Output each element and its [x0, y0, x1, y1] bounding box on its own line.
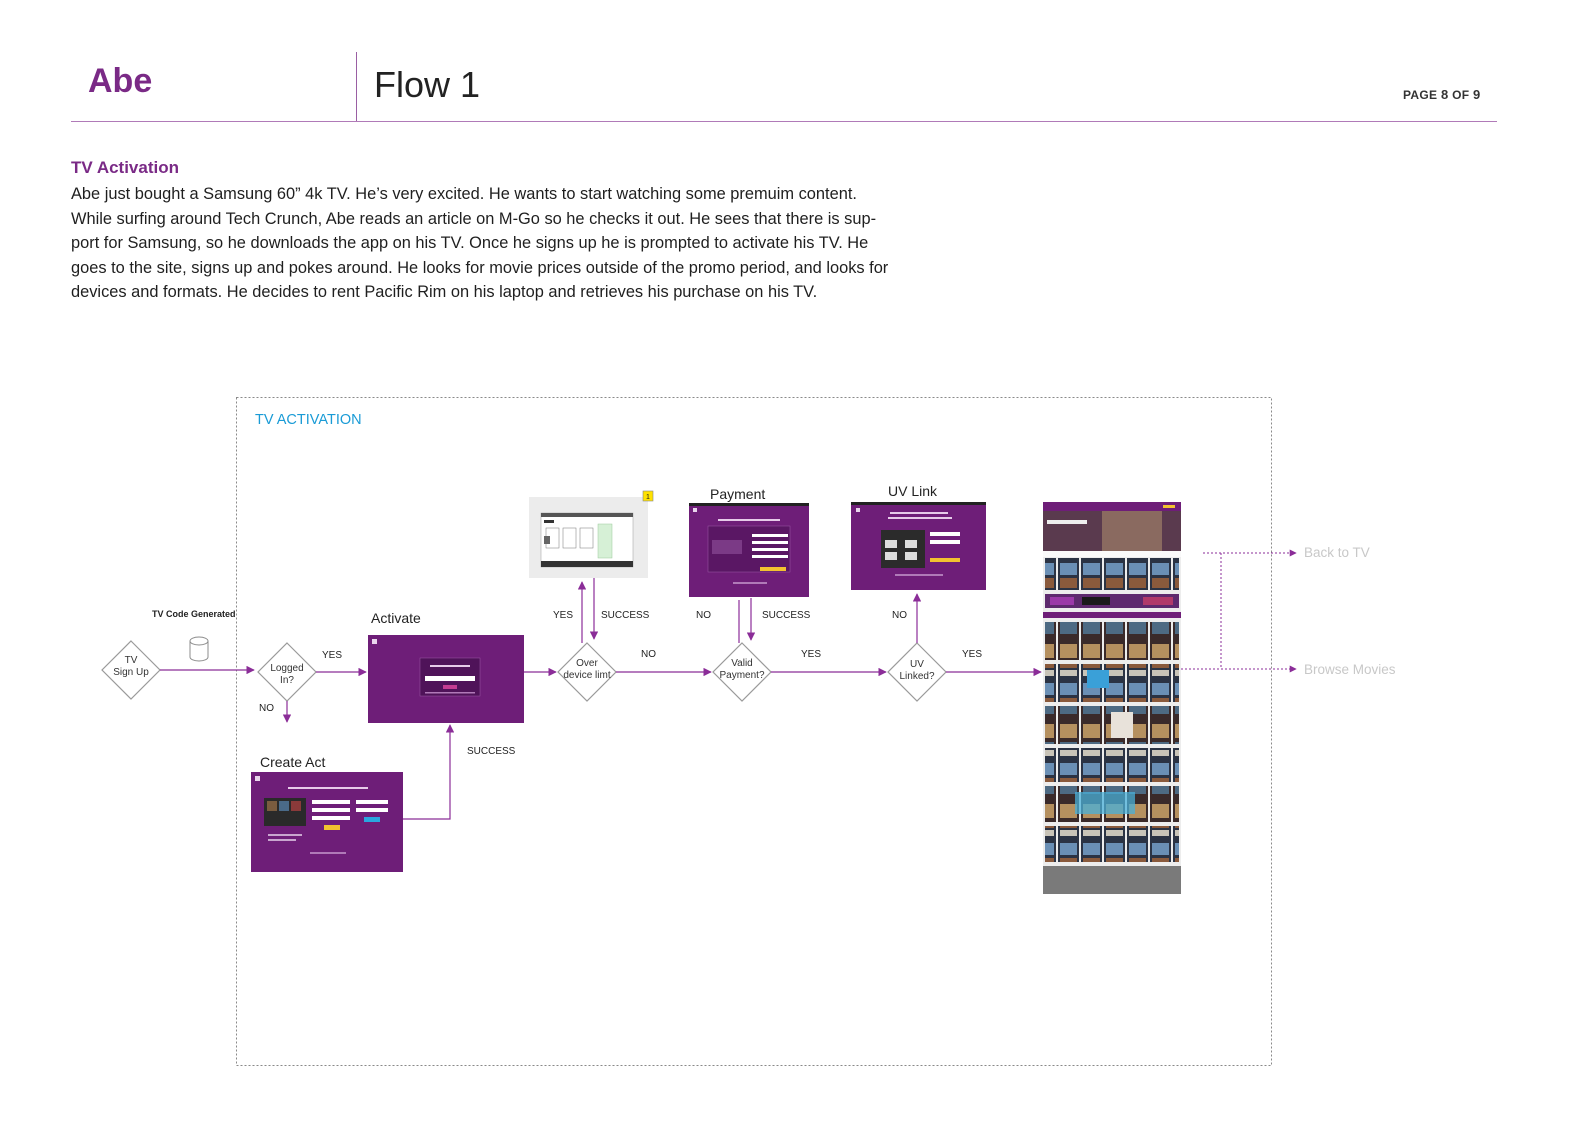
intro-line: goes to the site, signs up and pokes aro… [71, 258, 889, 277]
intro-line: port for Samsung, so he downloads the ap… [71, 234, 869, 253]
note-marker-icon: 1 [642, 490, 654, 502]
node-logged-in-line2: In? [280, 675, 294, 686]
node-logged-in: Logged In? [257, 642, 317, 702]
screen-title-payment: Payment [710, 486, 765, 502]
screen-title-activate: Activate [371, 610, 421, 626]
page-of: OF [1448, 88, 1474, 102]
intro-paragraph: Abe just bought a Samsung 60” 4k TV. He’… [71, 182, 951, 305]
edge-label-pay-no: NO [696, 610, 711, 621]
intro-line: Abe just bought a Samsung 60” 4k TV. He’… [71, 185, 857, 203]
node-valid-payment-line2: Payment? [719, 670, 764, 681]
uv-link-screen-thumbnail [851, 502, 986, 590]
edge-label-create-success: SUCCESS [467, 746, 516, 757]
activate-screen-thumbnail [368, 635, 524, 723]
database-icon [189, 636, 209, 662]
intro-line: While surfing around Tech Crunch, Abe re… [71, 209, 877, 228]
output-back-to-tv: Back to TV [1304, 545, 1370, 560]
persona-name: Abe [88, 62, 153, 100]
edge-label-limit-no: NO [641, 649, 656, 660]
edge-label-pay-yes: YES [801, 649, 821, 660]
section-heading: TV Activation [71, 158, 179, 177]
edge-label-uv-no: NO [892, 610, 907, 621]
note-marker-text: 1 [646, 494, 650, 501]
page-total: 9 [1473, 87, 1481, 102]
intro-line: devices and formats. He decides to rent … [71, 283, 818, 302]
node-logged-in-line1: Logged [270, 663, 303, 674]
edge-label-logged-no: NO [259, 703, 274, 714]
payment-screen-thumbnail [689, 503, 809, 597]
node-valid-payment-line1: Valid [731, 658, 753, 669]
frame-label: TV ACTIVATION [255, 412, 362, 428]
node-uv-linked-line2: Linked? [899, 671, 934, 682]
page-number: 8 [1440, 87, 1449, 102]
edge-label-limit-success: SUCCESS [601, 610, 650, 621]
node-uv-linked-line1: UV [910, 659, 924, 670]
header-divider-vertical [356, 52, 357, 122]
edge-label-limit-yes: YES [553, 610, 573, 621]
node-tv-signup-line1: TV [125, 655, 138, 666]
flow-connectors [160, 578, 1042, 820]
header-divider-horizontal [71, 121, 1497, 122]
edge-label-pay-success: SUCCESS [762, 610, 811, 621]
node-uv-linked: UV Linked? [887, 642, 947, 702]
output-browse-movies: Browse Movies [1304, 662, 1396, 677]
node-valid-payment: Valid Payment? [712, 642, 772, 702]
page-indicator: PAGE 8 OF 9 [1403, 87, 1481, 102]
home-page-screen-thumbnail [1043, 502, 1181, 894]
edge-label-logged-yes: YES [322, 650, 342, 661]
node-over-limit-line1: Over [576, 658, 598, 669]
node-tv-signup: TV Sign Up [101, 640, 161, 700]
output-connectors [1181, 549, 1297, 673]
tv-code-label: TV Code Generated [152, 609, 236, 619]
page-prefix: PAGE [1403, 88, 1441, 102]
edge-label-uv-yes: YES [962, 649, 982, 660]
node-over-limit: Over device limt [557, 642, 617, 702]
device-limit-screen-thumbnail [529, 497, 648, 578]
node-over-limit-line2: device limt [563, 670, 610, 681]
flow-title: Flow 1 [374, 64, 481, 105]
screen-title-uv-link: UV Link [888, 483, 938, 499]
node-tv-signup-line2: Sign Up [113, 667, 149, 678]
screen-title-create-act: Create Act [260, 754, 325, 770]
activation-frame [236, 397, 1272, 1066]
create-account-screen-thumbnail [251, 772, 403, 872]
